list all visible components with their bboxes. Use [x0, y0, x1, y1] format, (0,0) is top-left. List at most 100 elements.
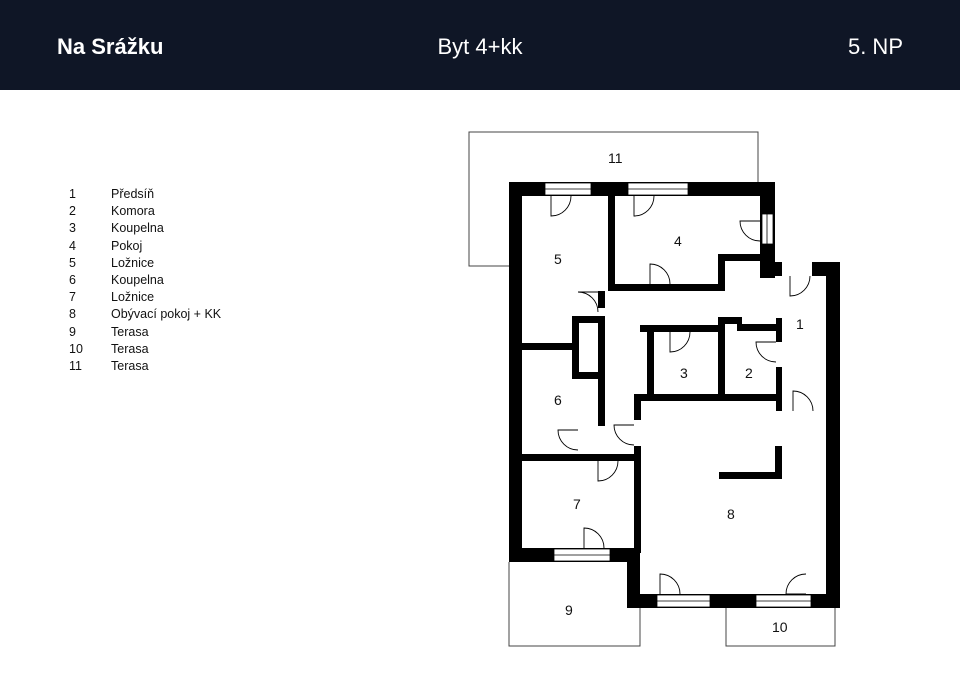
wall: [812, 262, 840, 276]
legend-number: 3: [69, 221, 76, 236]
door: [577, 291, 599, 313]
wall: [719, 472, 782, 479]
wall: [572, 316, 605, 323]
wall: [509, 182, 522, 562]
door: [755, 341, 777, 363]
legend-item: 1 Předsíň: [69, 186, 221, 203]
wall: [608, 190, 615, 291]
legend-room-name: Ložnice: [111, 290, 155, 305]
legend-number: 5: [69, 255, 76, 270]
legend-number: 10: [69, 341, 83, 356]
wall: [718, 254, 725, 291]
wall: [627, 548, 640, 608]
door: [789, 275, 811, 297]
wall: [634, 394, 782, 401]
door: [557, 429, 579, 451]
room-label-11: 11: [608, 150, 623, 166]
terrace-11-outline: [468, 131, 759, 267]
floor-label: 5. NP: [847, 34, 903, 59]
door: [785, 573, 807, 595]
door: [739, 220, 761, 242]
door: [669, 331, 691, 353]
terrace-10-outline: [725, 606, 836, 647]
wall: [718, 254, 762, 261]
window: [761, 213, 774, 245]
wall: [612, 284, 724, 291]
legend-number: 1: [69, 187, 76, 201]
legend-item: 11 Terasa: [69, 358, 221, 375]
wall: [572, 316, 579, 379]
legend-item: 5 Ložnice: [69, 255, 221, 272]
wall: [516, 343, 576, 350]
legend-item: 8 Obývací pokoj + KK: [69, 306, 221, 323]
legend-room-name: Terasa: [111, 341, 149, 356]
door: [597, 460, 619, 482]
legend-item: 6 Koupelna: [69, 272, 221, 289]
room-label-7: 7: [573, 496, 581, 512]
wall: [737, 324, 777, 331]
legend-room-name: Ložnice: [111, 255, 155, 270]
wall: [647, 325, 654, 398]
door: [613, 424, 635, 446]
wall: [826, 262, 840, 608]
room-label-8: 8: [727, 506, 735, 522]
legend-item: 9 Terasa: [69, 324, 221, 341]
room-label-4: 4: [674, 233, 682, 249]
legend-room-name: Pokoj: [111, 238, 143, 253]
wall: [776, 367, 782, 411]
legend-item: 2 Komora: [69, 203, 221, 220]
room-label-3: 3: [680, 365, 688, 381]
legend-number: 4: [69, 238, 76, 253]
legend-number: 2: [69, 204, 76, 219]
terrace-9-outline: [508, 562, 641, 647]
room-label-5: 5: [554, 251, 562, 267]
legend-number: 7: [69, 290, 76, 305]
door: [659, 573, 681, 595]
legend-room-name: Terasa: [111, 359, 149, 374]
door: [792, 390, 814, 412]
legend-room-name: Předsíň: [111, 187, 155, 201]
legend-item: 4 Pokoj: [69, 238, 221, 255]
legend-number: 6: [69, 273, 76, 288]
legend-room-name: Koupelna: [111, 273, 164, 288]
wall: [775, 446, 782, 479]
legend-number: 11: [69, 359, 82, 374]
wall: [718, 317, 725, 398]
room-labels: 1 2 3 4 5 6 7 8 9 10 11: [554, 150, 804, 635]
wall: [718, 317, 742, 324]
legend-number: 9: [69, 324, 76, 339]
wall: [776, 318, 782, 342]
legend-room-name: Komora: [111, 204, 155, 219]
wall: [516, 454, 640, 461]
wall: [598, 291, 605, 308]
wall: [634, 394, 641, 420]
window-glass-lines: [545, 188, 811, 602]
wall: [634, 446, 641, 553]
wall: [760, 262, 782, 276]
door: [583, 527, 605, 549]
legend-room-name: Obývací pokoj + KK: [111, 307, 222, 322]
room-label-10: 10: [772, 619, 788, 635]
room-label-9: 9: [565, 602, 573, 618]
unit-type: Byt 4+kk: [437, 34, 523, 59]
legend-room-name: Terasa: [111, 324, 149, 339]
room-label-1: 1: [796, 316, 804, 332]
wall: [598, 316, 605, 426]
door: [633, 195, 655, 217]
room-label-6: 6: [554, 392, 562, 408]
wall: [640, 325, 720, 332]
project-name: Na Srážku: [57, 34, 164, 59]
legend-item: 10 Terasa: [69, 341, 221, 358]
door: [649, 263, 671, 285]
legend-item: 7 Ložnice: [69, 289, 221, 306]
doors: [550, 195, 814, 595]
door: [550, 195, 572, 217]
legend-number: 8: [69, 307, 76, 322]
room-label-2: 2: [745, 365, 753, 381]
terraces: [468, 131, 836, 647]
wall: [572, 372, 605, 379]
header-bar: Na Srážku Byt 4+kk 5. NP: [0, 0, 960, 90]
